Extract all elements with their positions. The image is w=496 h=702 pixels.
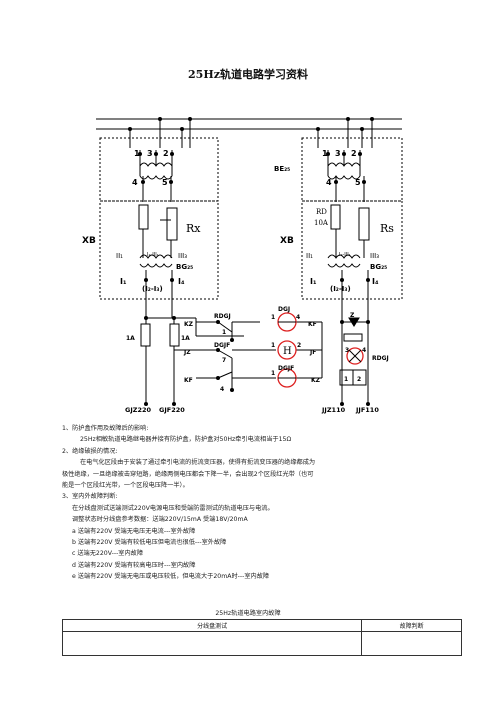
right-iii3: III₃ (370, 252, 379, 260)
right-i4: I₄ (372, 277, 379, 286)
right-n4: 4 (362, 347, 366, 354)
page-title: 25Hz轨道电路学习资料 (188, 68, 308, 81)
note-line: 3、室内外故障判断: (62, 493, 118, 501)
center-n2: 2 (297, 342, 301, 349)
center-dgjf-top: DGJF (214, 342, 230, 349)
center-n1: 1 (271, 314, 275, 321)
left-i1: I₁ (120, 277, 127, 286)
left-resistor: Rx (186, 222, 201, 235)
left-bottom-a: GJZ220 (125, 406, 152, 414)
left-xb: XB (82, 236, 96, 246)
left-bg: BG₂₅ (176, 263, 193, 271)
right-rdgj: RDGJ (372, 355, 389, 362)
table-caption: 25Hz轨道电路室内故障 (215, 610, 281, 617)
note-line: 调整状态时分线盘参考数据：送端220V/15mA 受端18V/20mA (72, 516, 248, 524)
note-line: b 送端有220V 受端有较低电压但电流也很低---室外故障 (72, 539, 227, 547)
center-jz: JZ (183, 349, 191, 356)
right-rd-a: 10A (314, 219, 329, 227)
center-n7: 7 (222, 357, 226, 364)
note-line: 极性绝缘，一旦绝缘被击穿短路，绝缘两侧电压都会下降一半，会出现2个区段红光带（也… (62, 470, 314, 478)
left-taps-mid: I₂-III₁ (147, 252, 159, 258)
center-kz2: KZ (311, 377, 321, 384)
right-i23: (I₂-I₃) (330, 285, 351, 293)
table-cell (361, 631, 462, 656)
left-fuse-a: 1A (126, 335, 135, 342)
left-i23: (I₂-I₃) (142, 285, 163, 293)
notes: 1、防护盒作用及故障后的影响: 25Hz相敏轨道电路继电器并接有防护盒，防护盒对… (62, 423, 462, 583)
table-header-judgement: 故障判断 (361, 619, 462, 632)
right-rd: RD (316, 208, 327, 216)
left-tap-4: 4 (132, 178, 138, 187)
left-tap-2: 2 (163, 149, 169, 158)
note-line: a 送端有220V 受端无电压无电流---室外故障 (72, 527, 196, 535)
center-n1c: 1 (222, 329, 226, 336)
left-tap-3: 3 (147, 149, 153, 158)
right-taps-mid: I₂-III₁ (339, 252, 351, 258)
right-tap-3: 3 (335, 149, 341, 158)
right-bottom-b: JJF110 (355, 406, 379, 414)
center-dgj: DGJ (278, 306, 290, 313)
note-line: 25Hz相敏轨道电路继电器并接有防护盒，防护盒对50Hz牵引电流相当于15Ω (80, 436, 292, 444)
left-i4: I₄ (178, 277, 185, 286)
center-jf: JF (309, 349, 316, 356)
left-ii1: II₁ (116, 252, 123, 260)
right-tap-2: 2 (351, 149, 357, 158)
note-line: 2、绝缘破损的情况: (62, 447, 118, 455)
right-tap-1: 1 (322, 149, 328, 158)
center-n1b: 1 (271, 342, 275, 349)
right-n2: 2 (357, 376, 361, 383)
center-n1d: 1 (271, 370, 275, 377)
table-header-test: 分线盘测试 (61, 619, 363, 632)
right-tap-5: 5 (355, 178, 361, 187)
center-kf2: KF (184, 377, 193, 384)
left-iii3: III₃ (178, 252, 187, 260)
note-line: 1、防护盒作用及故障后的影响: (62, 425, 149, 432)
right-z: Z (350, 312, 355, 319)
note-line: 在电气化区段由于安装了通过牵引电流的扼流变压器，使得有扼流变压器的绝缘都成为 (80, 459, 316, 467)
center-be25: BE₂₅ (274, 165, 290, 173)
right-n3: 3 (345, 347, 349, 354)
center-h: H (283, 346, 292, 357)
note-line: e 送端有220V 受端无电压或电压较低，但电流大于20mA时---室内故障 (72, 573, 270, 581)
left-fuse-b: 1A (181, 335, 190, 342)
right-bottom-a: JJZ110 (321, 406, 346, 414)
note-line: c 送端无220V---室内故障 (72, 550, 144, 558)
track-circuit-diagram: 1 3 2 4 5 XB II₁ III₃ I₂-III₁ BG₂₅ I₁ I₄… (82, 117, 403, 414)
left-tap-1: 1 (134, 149, 140, 158)
center-kf: KF (308, 321, 317, 328)
center-kz: KZ (184, 321, 194, 328)
center-n4: 4 (296, 314, 300, 321)
center-dgjf: DGJF (278, 365, 294, 372)
note-line: 能是一个区段红光带，一个区段电压降一半）。 (62, 482, 189, 490)
right-i1: I₁ (310, 277, 317, 286)
right-bg: BG₂₅ (370, 263, 387, 271)
left-tap-5: 5 (162, 178, 168, 187)
note-line: d 送端有220V 受端有较高电压时---室内故障 (72, 561, 196, 569)
center-n4b: 4 (220, 386, 224, 393)
note-line: 在分线盘测试送端测试220V电源电压和受端防雷测试的轨道电压与电流。 (72, 504, 274, 512)
right-tap-4: 4 (326, 178, 332, 187)
right-xb: XB (280, 236, 294, 246)
left-bottom-b: GJF220 (159, 406, 185, 414)
right-ii1: II₁ (306, 252, 313, 260)
right-resistor: Rs (380, 222, 394, 235)
fault-table: 分线盘测试 故障判断 (61, 619, 462, 656)
right-n1: 1 (344, 376, 348, 383)
table-cell (61, 631, 363, 656)
center-rdgj: RDGJ (214, 313, 231, 320)
